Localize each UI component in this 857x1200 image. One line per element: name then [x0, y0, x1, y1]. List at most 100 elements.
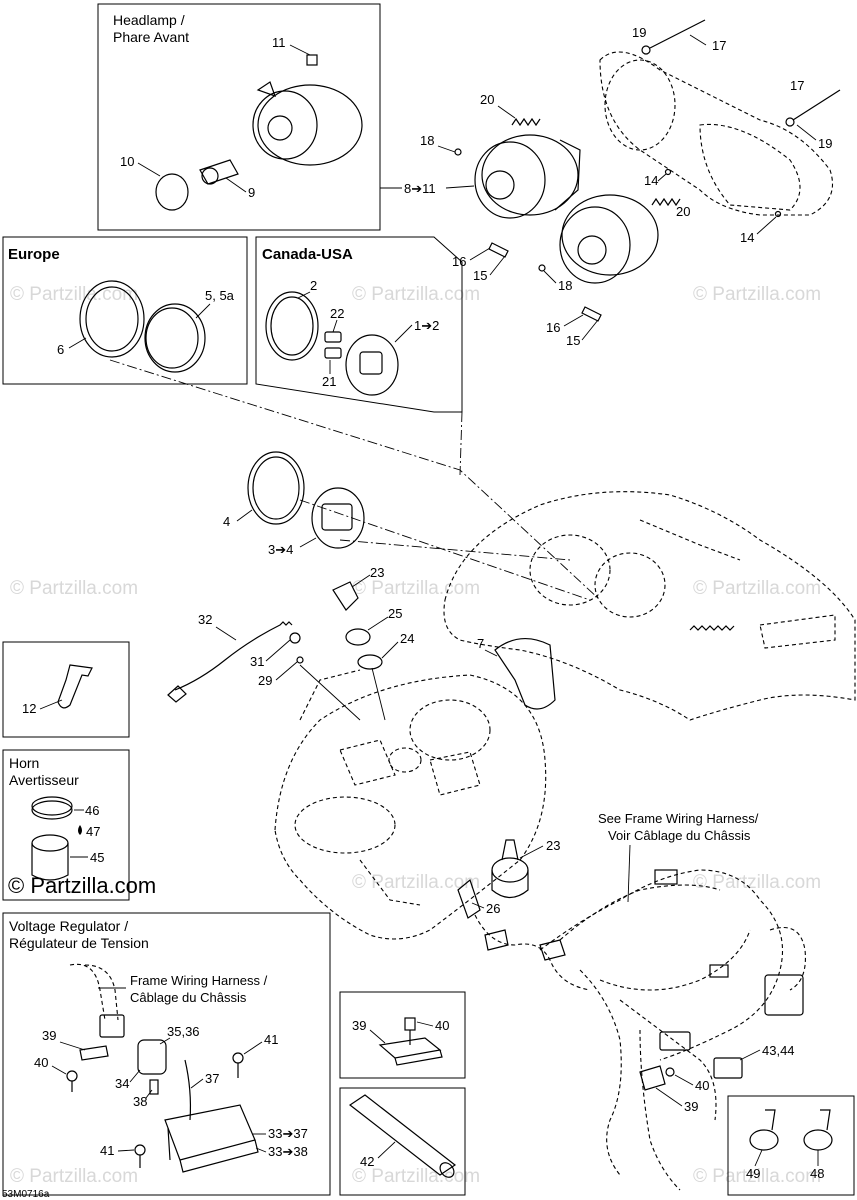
europe-inset: Europe 5, 5a 6 — [2, 236, 248, 385]
clamp — [820, 1109, 831, 1131]
washer — [785, 117, 795, 127]
inset-frame — [2, 749, 130, 901]
clamp — [749, 1129, 779, 1151]
headlamp-unit-right — [561, 194, 659, 276]
headlamp-unit-left — [481, 134, 579, 216]
inset-frame — [97, 3, 381, 231]
callout: 32 — [198, 612, 212, 627]
fuse — [149, 1079, 159, 1095]
inset-frame — [2, 236, 248, 385]
callout: 25 — [388, 606, 402, 621]
callout: 16 — [452, 254, 466, 269]
callout: 19 — [818, 136, 832, 151]
callout: 20 — [480, 92, 494, 107]
callout: 20 — [676, 204, 690, 219]
inset-title: Canada-USA — [262, 246, 353, 263]
harness-label: Câblage du Châssis — [130, 990, 247, 1005]
drawing-code: 53M0716a — [2, 1189, 50, 1200]
voltage-regulator-inset: Voltage Regulator / Régulateur de Tensio… — [2, 912, 331, 1196]
callout: 26 — [486, 901, 500, 916]
callout: 15 — [473, 268, 487, 283]
headlamp-tab — [256, 81, 276, 97]
inset-title: Horn — [9, 755, 39, 771]
clamp — [803, 1129, 833, 1151]
shield — [494, 638, 556, 710]
inset-title: Europe — [8, 246, 60, 263]
callout: 16 — [546, 320, 560, 335]
clamp — [765, 1109, 776, 1131]
callout: 19 — [632, 25, 646, 40]
callout: 9 — [248, 185, 255, 200]
callout: 11 — [272, 35, 286, 50]
bezel-ring — [265, 291, 319, 361]
relay — [713, 1057, 743, 1079]
switch-parts: 23 25 24 32 31 29 — [167, 565, 414, 703]
bracket-clip — [639, 1065, 666, 1091]
console-body — [274, 674, 547, 940]
bezel-ring — [247, 451, 305, 525]
bulb-glass — [201, 167, 219, 185]
screw — [488, 242, 509, 258]
tether-clip — [167, 685, 187, 703]
nut — [665, 1067, 675, 1077]
callout: 41 — [100, 1143, 114, 1158]
watermark-text: © Partzilla.com — [693, 872, 821, 893]
watermark-text: © Partzilla.com — [693, 578, 821, 599]
canada-usa-inset: Canada-USA 2 22 1➔2 21 — [255, 236, 463, 413]
callout: 2 — [310, 278, 317, 293]
note: Voir Câblage du Châssis — [608, 828, 751, 843]
callout: 37 — [205, 1071, 219, 1086]
fairing — [443, 491, 856, 721]
callout: 14 — [740, 230, 754, 245]
connector-block — [764, 974, 804, 1016]
harness-trunk — [539, 869, 784, 1061]
callout: 17 — [790, 78, 804, 93]
callout: 40 — [695, 1078, 709, 1093]
harness-segment — [69, 963, 106, 1021]
watermark-text-dark: © Partzilla.com — [8, 873, 156, 898]
bracket-inset: 39 40 — [339, 991, 466, 1079]
callout: 46 — [85, 803, 99, 818]
inset-frame — [339, 991, 466, 1079]
watermark-text: © Partzilla.com — [693, 284, 821, 305]
console — [274, 669, 547, 940]
callout: 23 — [370, 565, 384, 580]
callout: 29 — [258, 673, 272, 688]
inset-frame — [727, 1095, 855, 1196]
screw — [232, 1052, 244, 1064]
headlamp-housing — [257, 84, 363, 166]
connector — [654, 869, 678, 885]
callout: 48 — [810, 1166, 824, 1181]
callout: 6 — [57, 342, 64, 357]
screw — [134, 1144, 146, 1156]
gauge-group: 4 3➔4 — [109, 359, 601, 601]
callout: 23 — [546, 838, 560, 853]
watermark-text: © Partzilla.com — [352, 578, 480, 599]
callout: 34 — [115, 1076, 129, 1091]
tube-inset: 42 — [339, 1087, 466, 1196]
ignition-switch: 23 26 — [457, 838, 591, 991]
harness-label: Frame Wiring Harness / — [130, 973, 268, 988]
grommet — [357, 654, 383, 670]
watermark-text: © Partzilla.com — [352, 872, 480, 893]
inset-frame — [339, 1087, 466, 1196]
inset-title: Phare Avant — [113, 29, 189, 45]
clip-inset: 12 — [2, 641, 130, 738]
bulb-retainer — [155, 173, 189, 211]
watermark-text: © Partzilla.com — [10, 284, 138, 305]
callout: 35,36 — [167, 1024, 200, 1039]
adjust-screw — [306, 54, 318, 66]
connector — [324, 347, 342, 359]
watermark-text: © Partzilla.com — [693, 1166, 821, 1187]
callout: 17 — [712, 38, 726, 53]
callout: 24 — [400, 631, 414, 646]
connector — [539, 939, 566, 961]
lubricant-icon — [78, 825, 82, 835]
callout: 40 — [435, 1018, 449, 1033]
callout: 33➔38 — [268, 1144, 308, 1159]
connector — [659, 1031, 691, 1051]
inset-title: Avertisseur — [9, 772, 79, 788]
callout: 5, 5a — [205, 288, 235, 303]
watermarks: © Partzilla.com © Partzilla.com © Partzi… — [8, 284, 821, 1187]
